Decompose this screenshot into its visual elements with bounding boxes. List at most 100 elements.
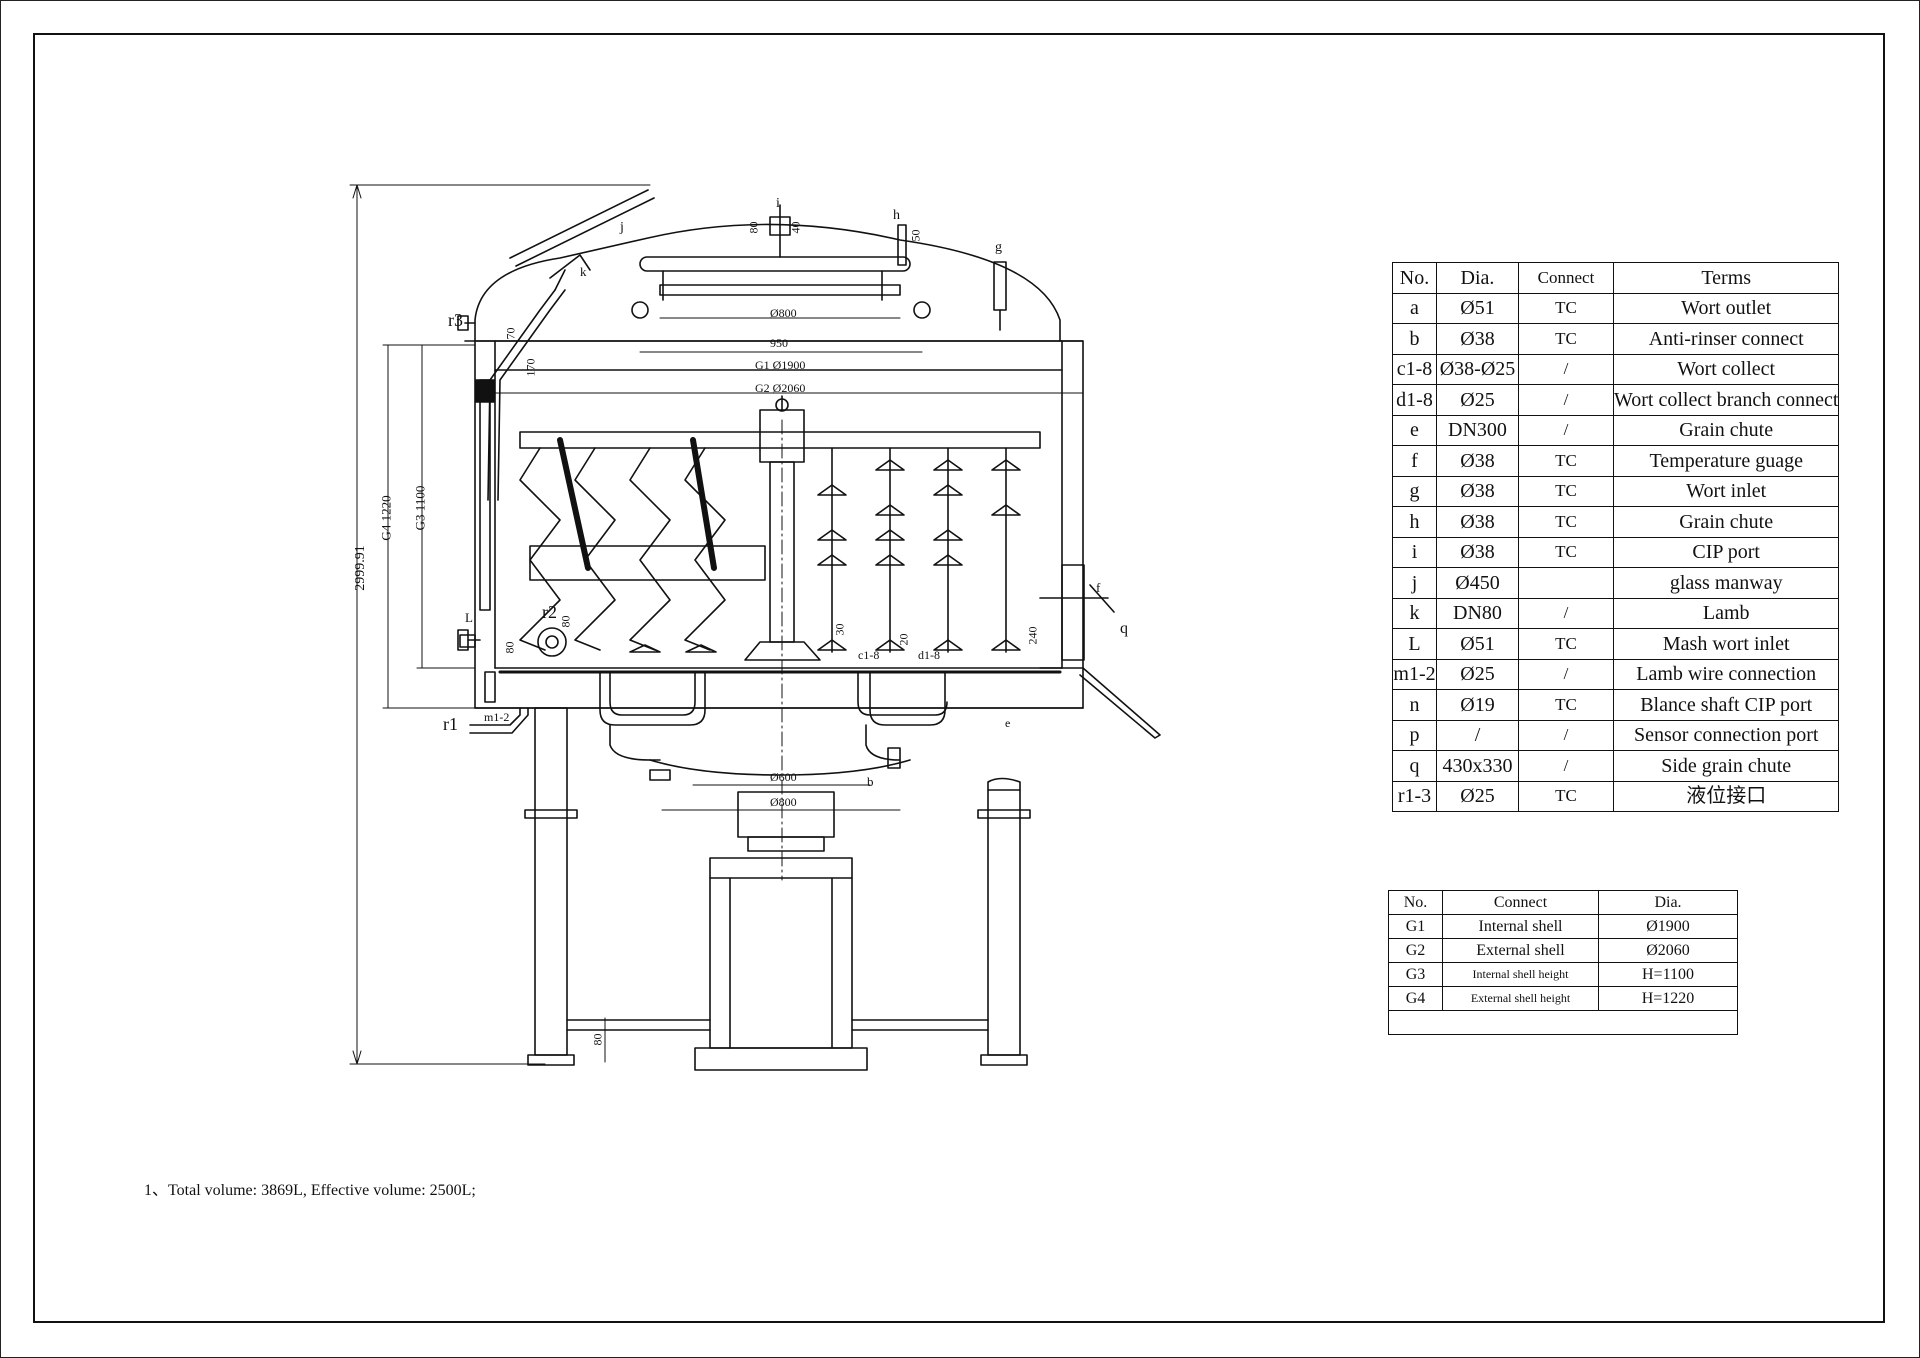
shell-row-connect: External shell	[1442, 938, 1599, 963]
row-no: r1-3	[1392, 780, 1437, 812]
g4-height-label: G4 1220	[378, 495, 394, 541]
row-dia: Ø38-Ø25	[1436, 353, 1519, 385]
row-terms: 液位接口	[1612, 780, 1840, 812]
label-b: b	[867, 774, 874, 789]
row-connect: /	[1518, 719, 1614, 751]
d600-label: Ø600	[770, 770, 797, 784]
valve-r2	[537, 627, 567, 657]
row-terms: Blance shaft CIP port	[1612, 689, 1840, 721]
drive-unit	[694, 791, 868, 1071]
row-terms: Wort collect branch connect	[1612, 384, 1840, 416]
row-connect: /	[1518, 597, 1614, 629]
row-dia: Ø51	[1436, 628, 1519, 660]
row-no: c1-8	[1392, 353, 1437, 385]
row-terms: Wort outlet	[1612, 292, 1840, 324]
row-dia: Ø51	[1436, 292, 1519, 324]
row-connect: TC	[1518, 292, 1614, 324]
row-dia: DN300	[1436, 414, 1519, 446]
label-e: e	[1005, 716, 1011, 730]
g1-diameter-label: G1 Ø1900	[755, 358, 806, 372]
label-r1: r1	[443, 714, 458, 734]
label-f: f	[1096, 580, 1101, 595]
row-terms: Grain chute	[1612, 506, 1840, 538]
header-no: No.	[1392, 262, 1437, 294]
shell-row-connect: Internal shell	[1442, 914, 1599, 939]
shell-header-no: No.	[1388, 890, 1443, 915]
rake-beam	[519, 431, 1041, 581]
shell-row-no: G2	[1388, 938, 1443, 963]
row-connect: TC	[1518, 506, 1614, 538]
dim-50-label: 50	[908, 229, 923, 242]
row-no: p	[1392, 719, 1437, 751]
row-no: k	[1392, 597, 1437, 629]
left-inlet-pipes	[457, 629, 529, 734]
row-terms: Mash wort inlet	[1612, 628, 1840, 660]
rake-knives-right	[817, 447, 1021, 653]
row-connect: TC	[1518, 323, 1614, 355]
row-connect: TC	[1518, 445, 1614, 477]
label-i: i	[776, 196, 780, 211]
glass-manway-j	[487, 189, 655, 501]
table-row-empty	[1388, 1010, 1738, 1035]
wort-collection-piping	[599, 671, 948, 781]
row-dia: Ø38	[1436, 323, 1519, 355]
wort-inlet-g	[993, 261, 1007, 331]
shell-row-dia: Ø1900	[1598, 914, 1738, 939]
label-r2: r2	[542, 602, 557, 622]
width-950-label: 950	[770, 336, 788, 350]
row-terms: Lamb	[1612, 597, 1840, 629]
label-m12: m1-2	[484, 710, 510, 724]
row-connect: TC	[1518, 780, 1614, 812]
row-terms: Wort inlet	[1612, 475, 1840, 507]
row-dia: Ø38	[1436, 506, 1519, 538]
top-d800-label: Ø800	[770, 306, 797, 320]
row-terms: CIP port	[1612, 536, 1840, 568]
shell-row-no: G3	[1388, 962, 1443, 987]
bottom-diameter-dimensions	[661, 419, 901, 881]
side-grain-chute	[1039, 564, 1161, 739]
row-dia: Ø25	[1436, 780, 1519, 812]
row-dia: DN80	[1436, 597, 1519, 629]
row-no: e	[1392, 414, 1437, 446]
row-connect: /	[1518, 384, 1614, 416]
label-q: q	[1120, 620, 1128, 637]
connection-table-header: No. Dia. Connect Terms	[1392, 262, 1840, 294]
diameter-dimensions	[474, 317, 1084, 394]
g3-height-label: G3 1100	[412, 485, 428, 531]
row-no: d1-8	[1392, 384, 1437, 416]
dim-80-left-label: 80	[502, 641, 517, 654]
row-no: a	[1392, 292, 1437, 324]
row-connect: TC	[1518, 628, 1614, 660]
overall-height-dimension	[349, 184, 651, 1065]
row-terms: Temperature guage	[1612, 445, 1840, 477]
header-terms: Terms	[1612, 262, 1840, 294]
dim-70-label: 70	[503, 327, 518, 340]
dim-30-label: 30	[832, 623, 847, 636]
row-terms: Side grain chute	[1612, 750, 1840, 782]
shell-row-dia: Ø2060	[1598, 938, 1738, 963]
dim-80-top-label: 80	[746, 221, 761, 234]
row-no: i	[1392, 536, 1437, 568]
row-connect: TC	[1518, 475, 1614, 507]
row-connect: /	[1518, 414, 1614, 446]
row-terms: glass manway	[1612, 567, 1840, 599]
label-L: L	[465, 610, 473, 625]
row-no: n	[1392, 689, 1437, 721]
bottom-d800-label: Ø800	[770, 795, 797, 809]
label-g: g	[995, 240, 1002, 255]
row-no: h	[1392, 506, 1437, 538]
row-connect: TC	[1518, 536, 1614, 568]
